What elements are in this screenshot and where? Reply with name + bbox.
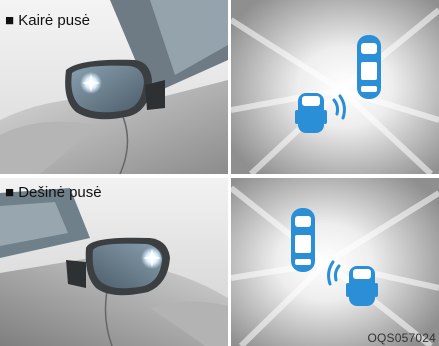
host-car-icon [295, 93, 327, 133]
right-mirror-photo [0, 178, 228, 346]
approaching-vehicle-icon [357, 35, 381, 99]
section-label-left: ■ Kairė pusė [5, 13, 90, 28]
left-radar-diagram [231, 0, 439, 174]
right-radar-diagram [231, 178, 439, 346]
section-label-right: ■ Dešinė pusė [5, 185, 102, 200]
figure-code: OQS057024 [367, 331, 436, 345]
host-car-icon [346, 266, 378, 306]
approaching-vehicle-icon [291, 208, 315, 272]
